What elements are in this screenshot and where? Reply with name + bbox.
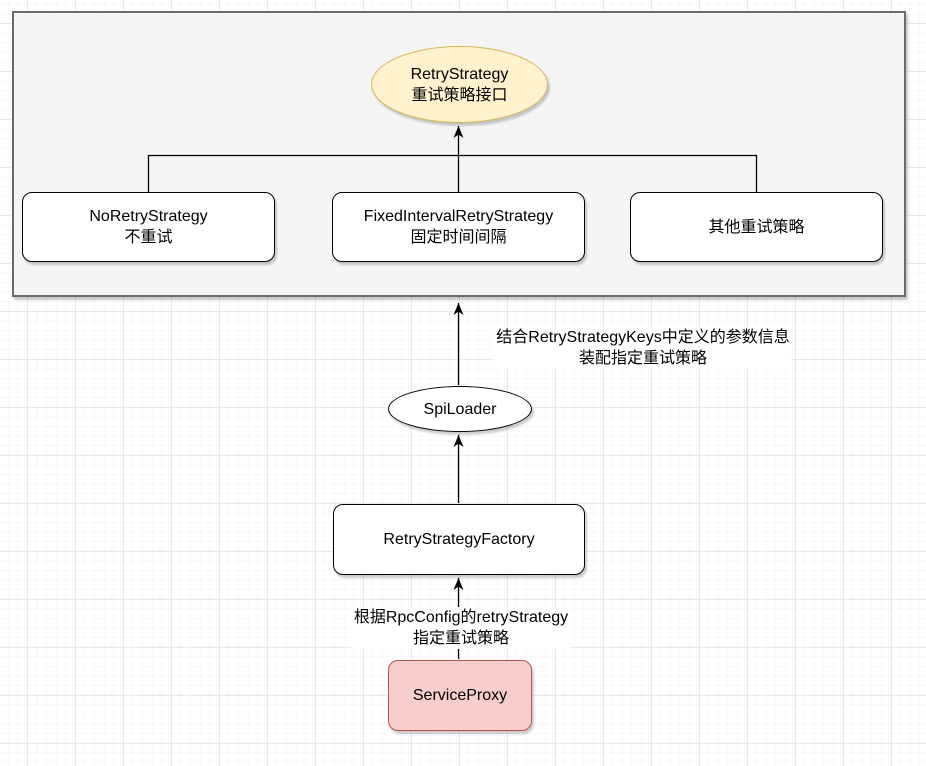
- node-label: RetryStrategy: [410, 65, 509, 83]
- edge-label-config-select: 根据RpcConfig的retryStrategy 指定重试策略: [351, 607, 571, 649]
- node-label: FixedIntervalRetryStrategy: [363, 208, 554, 225]
- node-no-retry-strategy[interactable]: NoRetryStrategy 不重试: [22, 192, 275, 262]
- node-fixed-interval-retry-strategy[interactable]: FixedIntervalRetryStrategy 固定时间间隔: [332, 192, 585, 262]
- node-sublabel: 不重试: [124, 229, 173, 246]
- edge-label-line: 指定重试策略: [412, 630, 510, 647]
- edge-label-spi-assemble: 结合RetryStrategyKeys中定义的参数信息 装配指定重试策略: [494, 327, 792, 369]
- node-retry-strategy-factory[interactable]: RetryStrategyFactory: [333, 504, 585, 575]
- node-retry-strategy-interface[interactable]: RetryStrategy 重试策略接口: [371, 46, 548, 123]
- node-sublabel: 固定时间间隔: [410, 229, 507, 246]
- node-label: NoRetryStrategy: [89, 208, 208, 225]
- node-label: SpiLoader: [423, 400, 497, 418]
- edge-label-line: 结合RetryStrategyKeys中定义的参数信息: [496, 329, 790, 346]
- node-sublabel: 重试策略接口: [411, 86, 508, 104]
- node-service-proxy[interactable]: ServiceProxy: [388, 660, 532, 731]
- node-label: RetryStrategyFactory: [383, 531, 535, 548]
- edge-label-line: 根据RpcConfig的retryStrategy: [353, 609, 569, 626]
- edge-label-line: 装配指定重试策略: [578, 350, 708, 367]
- node-label: 其他重试策略: [708, 218, 805, 236]
- node-label: ServiceProxy: [412, 687, 508, 704]
- node-other-retry-strategy[interactable]: 其他重试策略: [630, 192, 883, 262]
- node-spi-loader[interactable]: SpiLoader: [388, 386, 532, 432]
